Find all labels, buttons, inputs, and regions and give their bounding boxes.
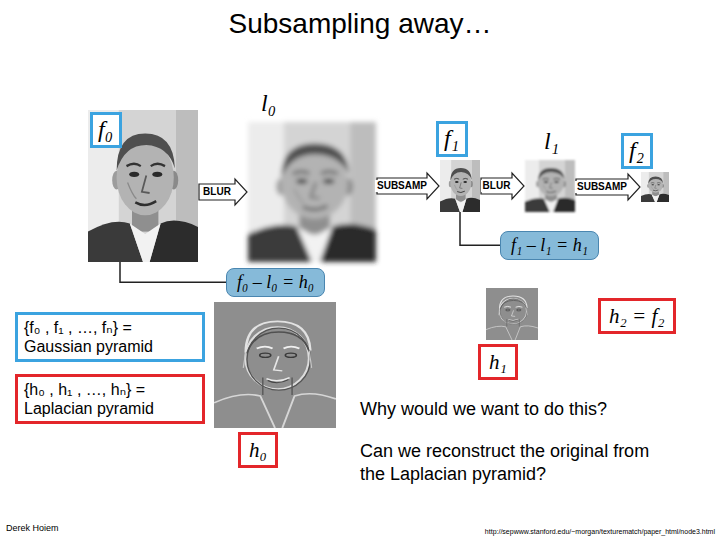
connector-line	[460, 212, 500, 245]
block-arrow	[481, 173, 524, 199]
question-note: Why would we want to do this?	[360, 398, 607, 421]
arrow-label: SUBSAMP	[375, 180, 429, 192]
image-panel: f₀	[88, 110, 198, 262]
label-box: f₁ – l₁ = h₁	[500, 231, 599, 260]
box-text: f₀ – l₀ = h₀	[237, 272, 314, 293]
box-text: {f₀ , f₁ , …, fₙ} = Gaussian pyramid	[24, 318, 196, 356]
box-text: f₁ – l₁ = h₁	[511, 235, 588, 256]
label-box: h₂ = f₂	[598, 298, 676, 334]
image-panel: f₂	[641, 172, 669, 202]
arrow-label: SUBSAMP	[575, 181, 629, 193]
photo-l0	[248, 122, 376, 262]
panel-label: f₀	[90, 112, 122, 148]
image-panel: l₀	[248, 122, 376, 262]
panel-label: l₁	[539, 127, 565, 157]
label-box: {f₀ , f₁ , …, fₙ} = Gaussian pyramid	[15, 312, 205, 362]
photo-f0	[88, 110, 198, 262]
block-arrow	[199, 179, 247, 205]
author-credit: Derek Hoiem	[6, 523, 59, 534]
box-text: h₁	[489, 350, 507, 374]
question-note: Can we reconstruct the original from the…	[360, 440, 660, 485]
label-box: {h₀ , h₁ , …, hₙ} = Laplacian pyramid	[15, 374, 205, 424]
panel-label: f₂	[621, 133, 653, 169]
label-box: h₁	[478, 344, 518, 380]
panel-label: f₁	[436, 121, 468, 157]
photo-f2	[641, 172, 669, 202]
photo-l1	[525, 160, 575, 212]
label-box: h₀	[238, 432, 278, 468]
image-panel: l₁	[525, 160, 575, 212]
slide-title: Subsampling away…	[0, 8, 720, 40]
box-text: h₀	[249, 438, 267, 462]
box-text: h₂ = f₂	[609, 304, 665, 328]
image-panel: f₁	[440, 160, 480, 212]
label-box: f₀ – l₀ = h₀	[226, 268, 325, 297]
arrow-label: BLUR	[481, 180, 513, 192]
connector-line	[120, 262, 226, 282]
photo-h0	[214, 302, 336, 428]
photo-h1	[486, 288, 538, 340]
box-text: {h₀ , h₁ , …, hₙ} = Laplacian pyramid	[24, 380, 196, 418]
panel-label: l₀	[256, 89, 282, 119]
arrow-label: BLUR	[201, 186, 233, 198]
photo-f1	[440, 160, 480, 212]
source-url: http://sepwww.stanford.edu/~morgan/textu…	[485, 528, 715, 537]
